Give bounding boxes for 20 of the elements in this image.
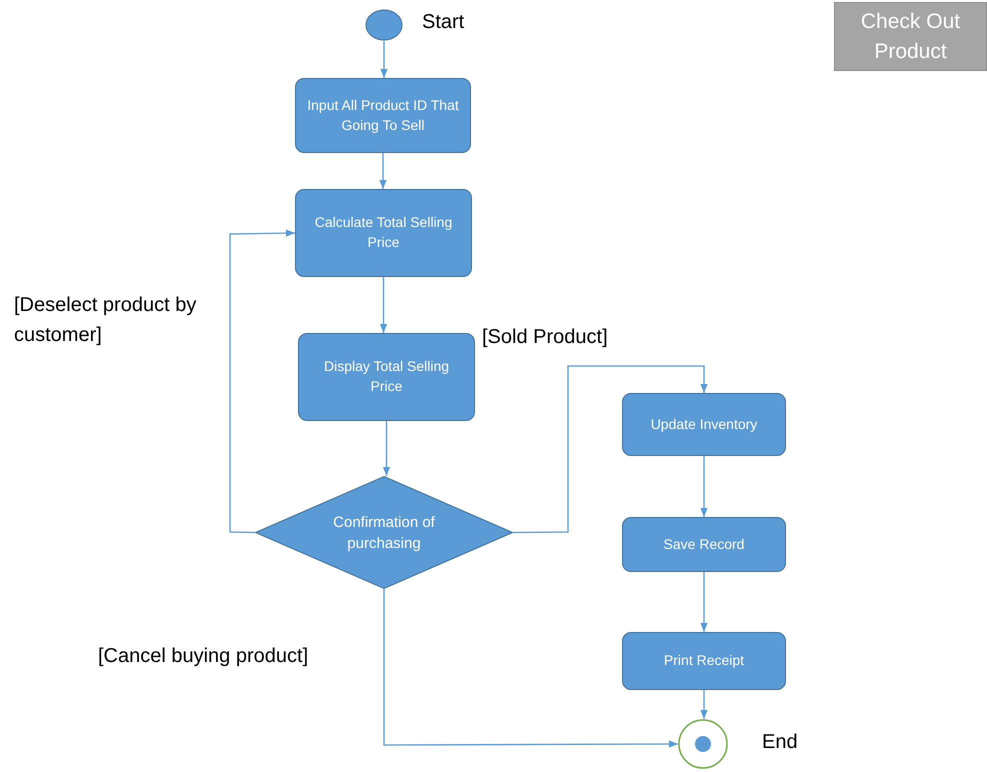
arrow <box>382 421 390 476</box>
node-caption: Start <box>422 11 464 34</box>
decision-text: Confirmation of purchasing <box>332 512 436 554</box>
arrow <box>700 456 708 517</box>
arrow <box>229 230 296 534</box>
title-box: Check Out Product <box>834 2 987 71</box>
node-caption: End <box>762 731 798 754</box>
arrow <box>380 277 388 333</box>
process-box: Input All Product ID That Going To Sell <box>295 78 471 153</box>
process-box: Calculate Total Selling Price <box>295 189 472 277</box>
arrow <box>379 153 387 189</box>
process-box: Display Total Selling Price <box>298 333 475 421</box>
arrow <box>700 572 708 632</box>
process-box: Print Receipt <box>622 632 786 690</box>
arrow <box>513 365 708 534</box>
process-box: Save Record <box>622 517 786 572</box>
process-box: Update Inventory <box>622 393 786 456</box>
arrow <box>700 690 708 719</box>
arrow <box>380 41 388 78</box>
arrow <box>383 589 678 748</box>
